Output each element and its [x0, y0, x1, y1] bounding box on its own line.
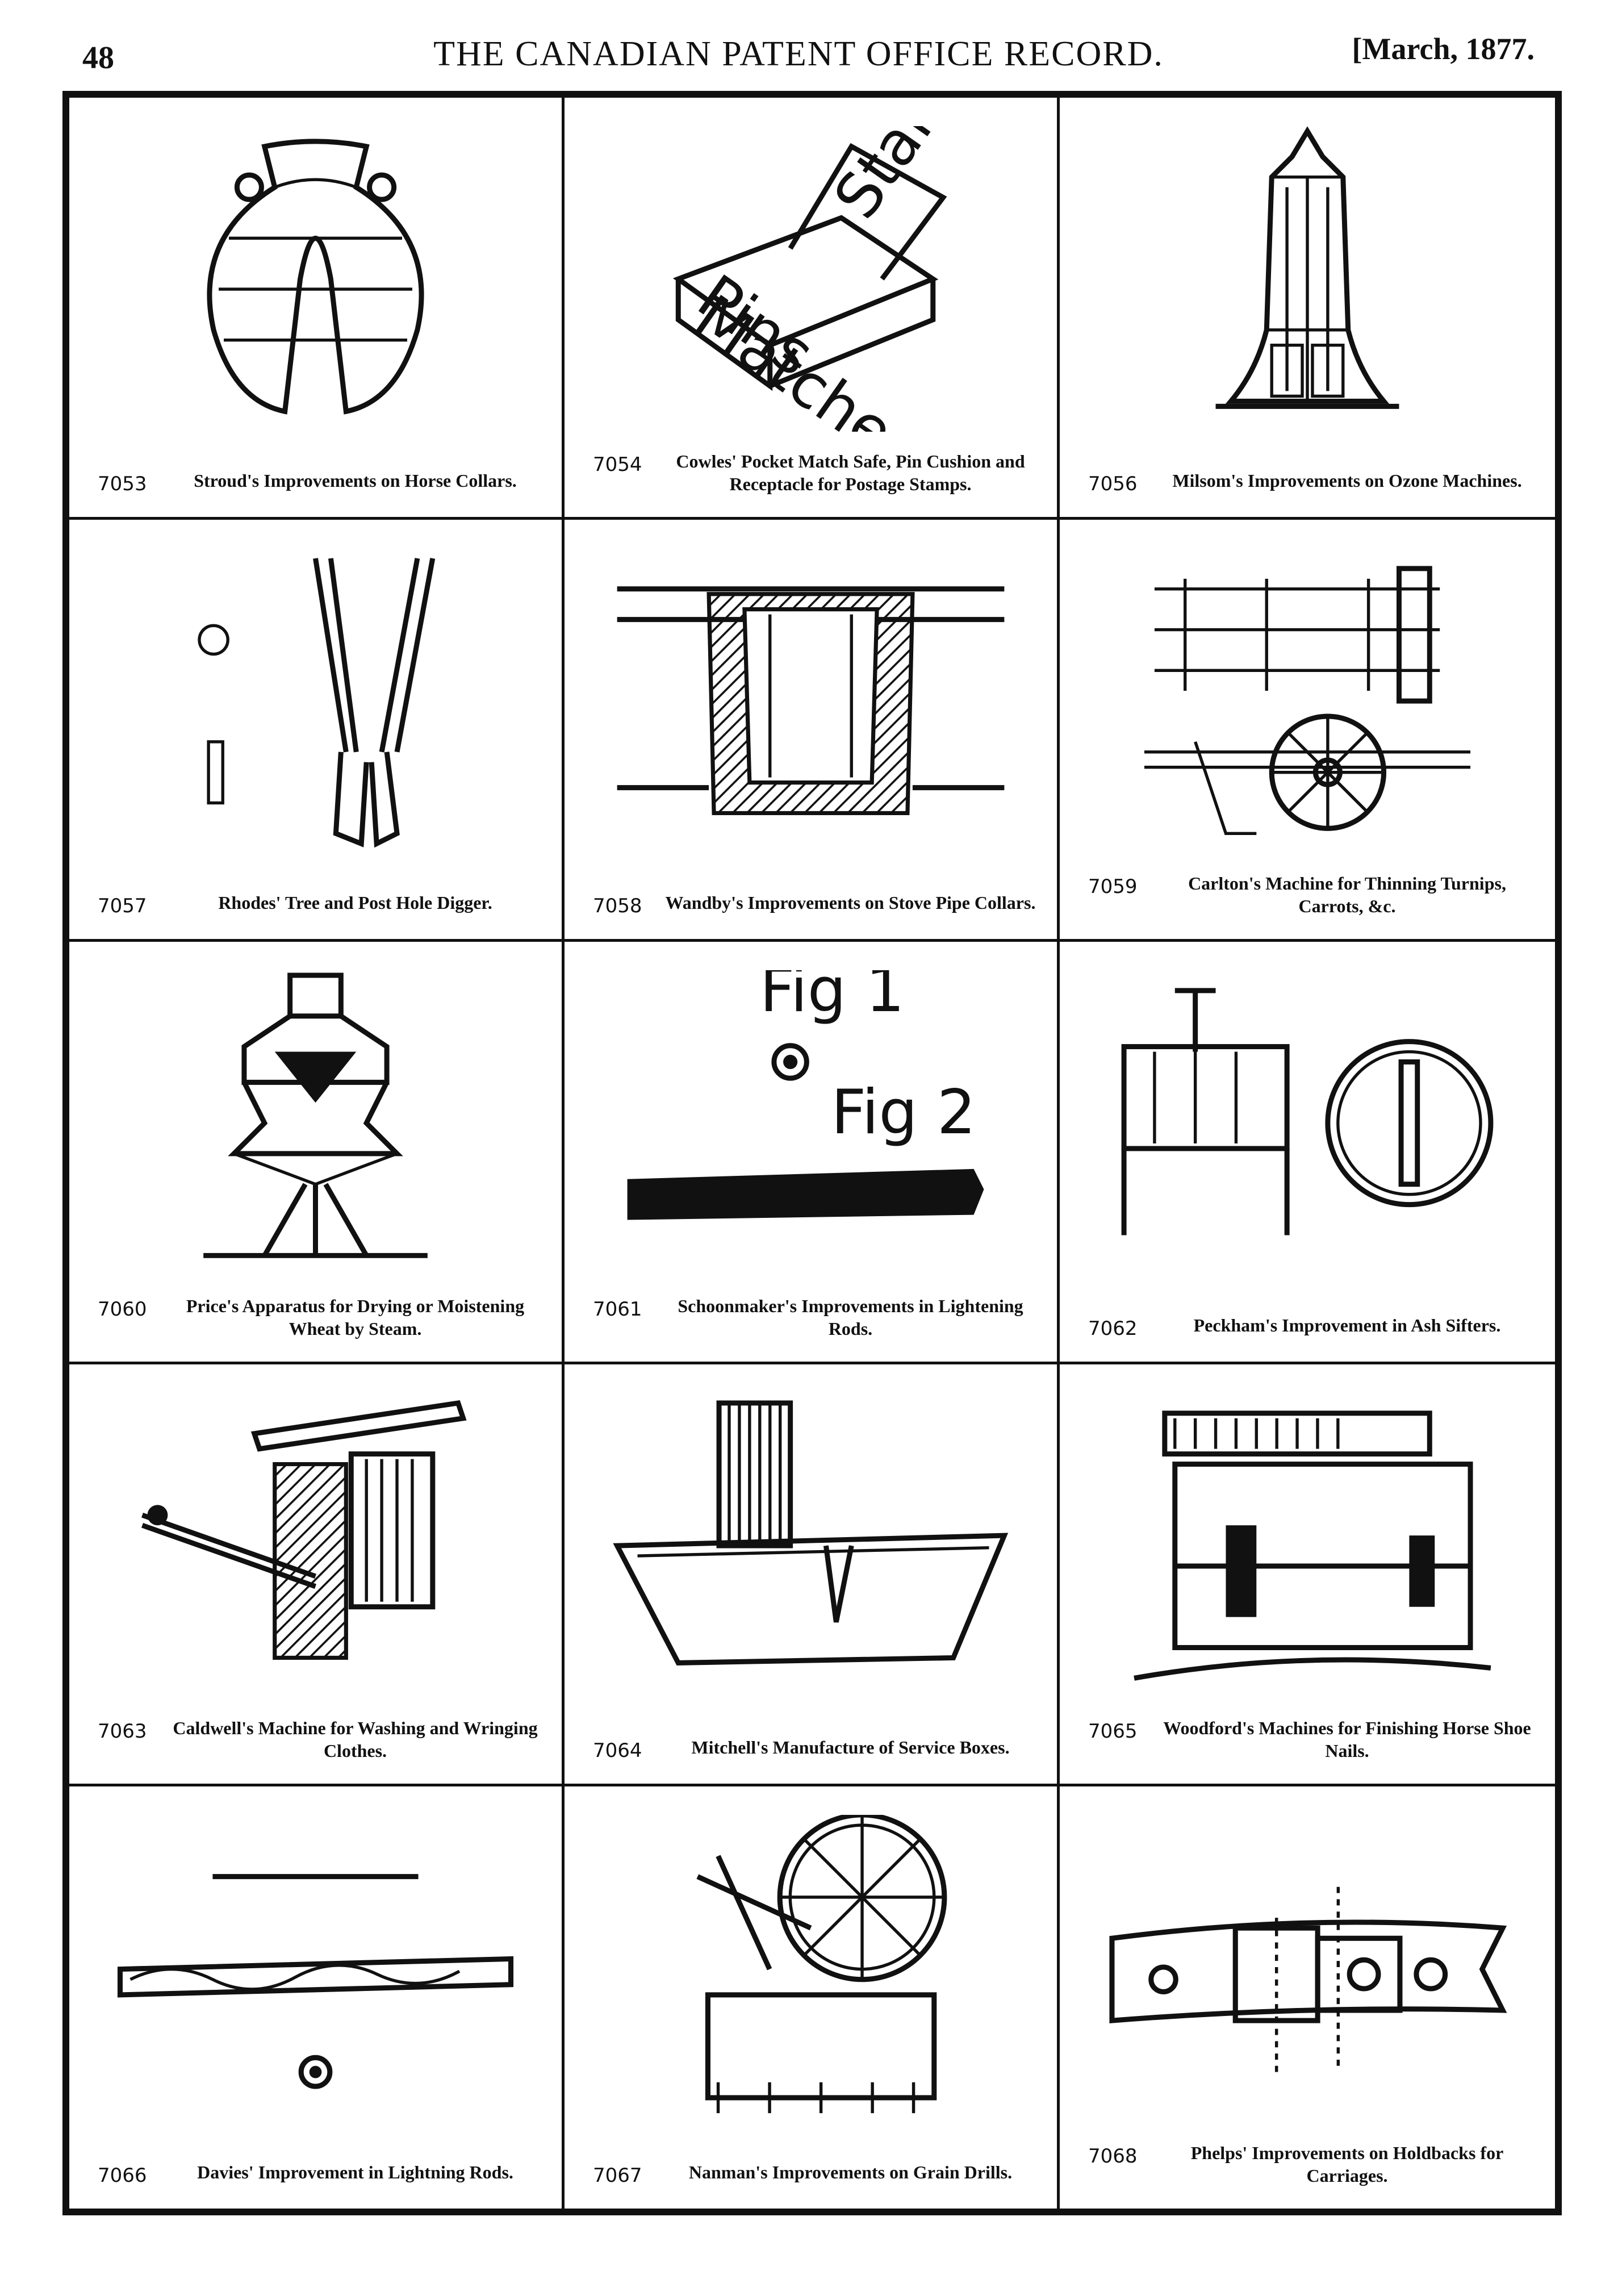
patent-title: Nanman's Improvements on Grain Drills. — [688, 2162, 1013, 2182]
caption-7058: 7058 Wandby's Improvements on Stove Pipe… — [593, 891, 1040, 917]
nail-finisher-drawing — [1094, 1393, 1521, 1698]
stamps-label: Stamps — [821, 126, 1011, 231]
caption-7067: 7067 Nanman's Improvements on Grain Dril… — [593, 2161, 1040, 2187]
caption-7061: 7061 Schoonmaker's Improvements in Light… — [593, 1295, 1040, 1340]
patent-number: 7067 — [593, 2164, 642, 2187]
fig2-label: Fig 2 — [831, 1077, 976, 1148]
patent-title: Price's Apparatus for Drying or Moisteni… — [186, 1295, 525, 1339]
patent-cell-7060: 7060 Price's Apparatus for Drying or Moi… — [69, 942, 565, 1364]
ozone-machine-drawing — [1094, 126, 1521, 432]
patent-cell-7068: 7068 Phelps' Improvements on Holdbacks f… — [1060, 1786, 1555, 2209]
journal-title: THE CANADIAN PATENT OFFICE RECORD. — [433, 35, 1164, 73]
patent-cell-7061: Fig 1 Fig 2 7061 Schoonmaker's Improveme… — [565, 942, 1060, 1364]
patent-title: Rhodes' Tree and Post Hole Digger. — [218, 892, 492, 913]
caption-7062: 7062 Peckham's Improvement in Ash Sifter… — [1088, 1314, 1538, 1340]
post-hole-digger-drawing — [103, 548, 528, 854]
wheat-dryer-drawing — [103, 970, 528, 1276]
caption-7056: 7056 Milsom's Improvements on Ozone Mach… — [1088, 469, 1538, 495]
patent-title: Woodford's Machines for Finishing Horse … — [1163, 1717, 1531, 1761]
patent-title: Phelps' Improvements on Holdbacks for Ca… — [1190, 2143, 1504, 2186]
lightning-rod-2-drawing — [103, 1815, 528, 2123]
patent-number: 7053 — [98, 473, 147, 496]
caption-7066: 7066 Davies' Improvement in Lightning Ro… — [98, 2161, 545, 2187]
patent-cell-7054: Stamps Pins Matches 7054 Cowles' Pocket … — [565, 2, 1060, 520]
ash-sifter-drawing — [1094, 970, 1521, 1276]
patent-title: Wandby's Improvements on Stove Pipe Coll… — [665, 892, 1036, 913]
patent-cell-7053: 7053 Stroud's Improvements on Horse Coll… — [69, 98, 565, 520]
caption-7060: 7060 Price's Apparatus for Drying or Moi… — [98, 1295, 545, 1340]
patent-grid: 7053 Stroud's Improvements on Horse Coll… — [69, 2, 1555, 2209]
patent-title: Milsom's Improvements on Ozone Machines. — [1172, 470, 1522, 491]
patent-title: Carlton's Machine for Thinning Turnips, … — [1188, 873, 1506, 917]
caption-7064: 7064 Mitchell's Manufacture of Service B… — [593, 1736, 1040, 1762]
patent-cell-7064: 7064 Mitchell's Manufacture of Service B… — [565, 1364, 1060, 1786]
patent-cell-7067: 7067 Nanman's Improvements on Grain Dril… — [565, 1786, 1060, 2209]
patent-title: Stroud's Improvements on Horse Collars. — [194, 470, 517, 491]
patent-cell-7063: 7063 Caldwell's Machine for Washing and … — [69, 1364, 565, 1786]
patent-number: 7061 — [593, 1297, 642, 1321]
matches-label: Matches — [682, 282, 933, 432]
caption-7053: 7053 Stroud's Improvements on Horse Coll… — [98, 469, 545, 495]
patent-number: 7066 — [98, 2164, 147, 2187]
patent-title: Schoonmaker's Improvements in Lightening… — [678, 1295, 1023, 1339]
issue-date: [March, 1877. — [1352, 32, 1535, 66]
holdback-drawing — [1094, 1815, 1521, 2123]
patent-number: 7065 — [1088, 1719, 1138, 1743]
patent-title: Davies' Improvement in Lightning Rods. — [197, 2162, 513, 2182]
caption-7068: 7068 Phelps' Improvements on Holdbacks f… — [1088, 2141, 1538, 2187]
page-number: 48 — [82, 40, 114, 76]
patent-cell-7062: 7062 Peckham's Improvement in Ash Sifter… — [1060, 942, 1555, 1364]
caption-7059: 7059 Carlton's Machine for Thinning Turn… — [1088, 872, 1538, 917]
patent-number: 7054 — [593, 453, 642, 477]
stove-pipe-collar-drawing — [599, 548, 1023, 854]
patent-number: 7059 — [1088, 875, 1138, 899]
patent-number: 7062 — [1088, 1317, 1138, 1340]
patent-number: 7060 — [98, 1297, 147, 1321]
patent-title: Mitchell's Manufacture of Service Boxes. — [691, 1736, 1010, 1758]
patent-number: 7057 — [98, 895, 147, 918]
patent-title: Cowles' Pocket Match Safe, Pin Cushion a… — [676, 451, 1025, 495]
patent-cell-7059: 7059 Carlton's Machine for Thinning Turn… — [1060, 520, 1555, 942]
washing-machine-drawing — [103, 1393, 528, 1698]
horse-collar-drawing — [103, 126, 528, 432]
patent-cell-7057: 7057 Rhodes' Tree and Post Hole Digger. — [69, 520, 565, 942]
service-box-drawing — [599, 1393, 1023, 1698]
patent-title: Caldwell's Machine for Washing and Wring… — [173, 1717, 538, 1761]
patent-title: Peckham's Improvement in Ash Sifters. — [1193, 1314, 1501, 1335]
grain-drill-drawing — [599, 1812, 1023, 2123]
caption-7057: 7057 Rhodes' Tree and Post Hole Digger. — [98, 891, 545, 917]
caption-7065: 7065 Woodford's Machines for Finishing H… — [1088, 1717, 1538, 1762]
turnip-thinner-drawing — [1094, 548, 1521, 854]
patent-number: 7068 — [1088, 2145, 1138, 2168]
patent-cell-7056: 7056 Milsom's Improvements on Ozone Mach… — [1060, 98, 1555, 520]
lightning-rod-drawing: Fig 1 Fig 2 — [599, 955, 1023, 1276]
patent-number: 7056 — [1088, 473, 1138, 496]
caption-7063: 7063 Caldwell's Machine for Washing and … — [98, 1717, 545, 1762]
patent-plate-frame: 7053 Stroud's Improvements on Horse Coll… — [62, 2, 1562, 2215]
patent-number: 7064 — [593, 1739, 642, 1762]
patent-number: 7058 — [593, 895, 642, 918]
patent-cell-7066: 7066 Davies' Improvement in Lightning Ro… — [69, 1786, 565, 2209]
page-header: 48 THE CANADIAN PATENT OFFICE RECORD. [M… — [0, 0, 1597, 85]
match-safe-drawing: Stamps Pins Matches — [599, 2, 1023, 487]
fig1-label: Fig 1 — [760, 970, 905, 1026]
patent-number: 7063 — [98, 1719, 147, 1743]
patent-cell-7065: 7065 Woodford's Machines for Finishing H… — [1060, 1364, 1555, 1786]
caption-7054: 7054 Cowles' Pocket Match Safe, Pin Cush… — [593, 450, 1040, 495]
patent-cell-7058: 7058 Wandby's Improvements on Stove Pipe… — [565, 520, 1060, 942]
